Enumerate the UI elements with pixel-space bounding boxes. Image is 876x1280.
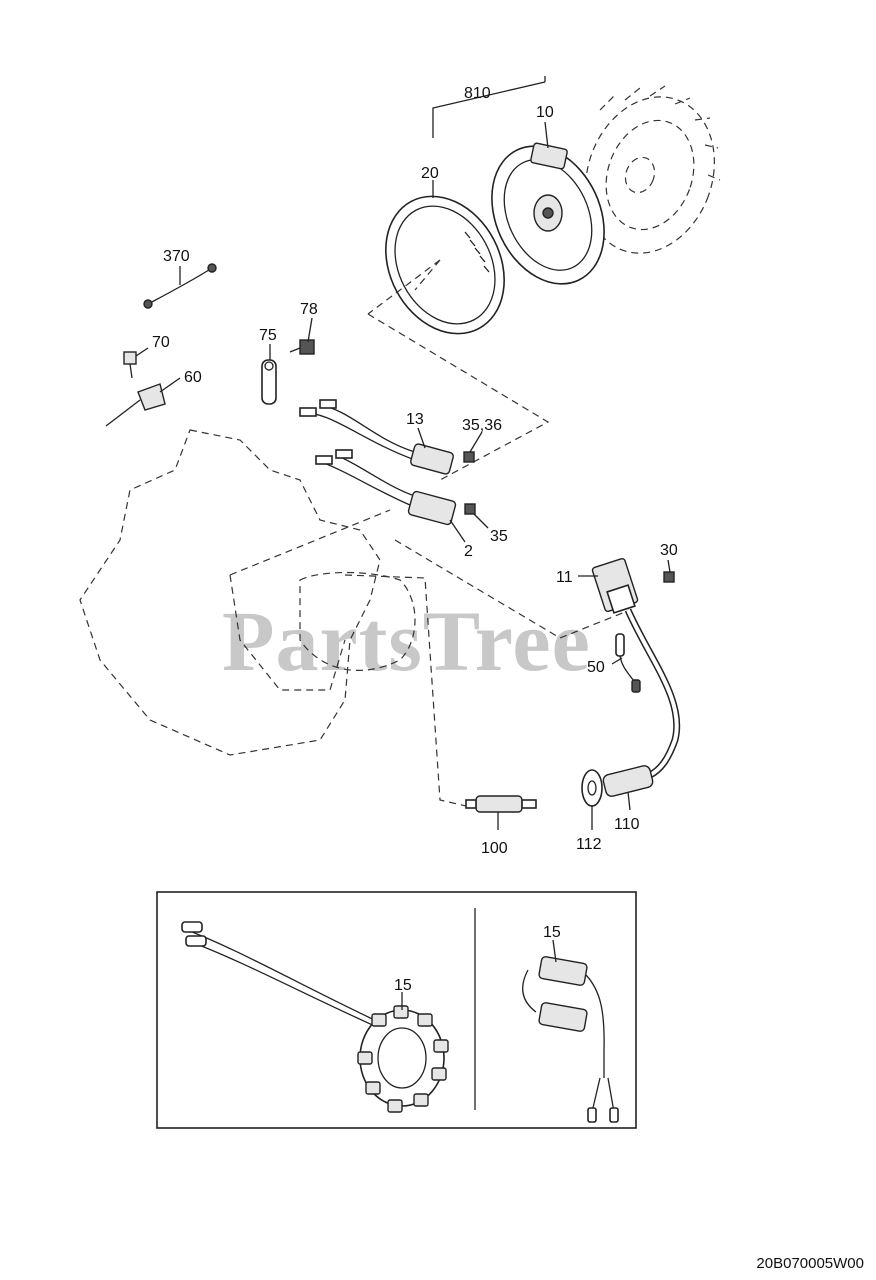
screw-30 (663, 571, 675, 583)
watermark: PartsTree (222, 593, 591, 689)
label-2: 2 (464, 543, 473, 560)
diagram-code: 20B070005W00 (756, 1255, 864, 1272)
screw-78 (289, 339, 315, 355)
spark-plug-100 (465, 795, 537, 813)
label-15-right: 15 (543, 924, 561, 941)
plug-cap-110 (602, 765, 654, 797)
stator-coil-15-left (181, 921, 449, 1113)
washer-112 (581, 769, 603, 807)
alignment-line-2 (394, 539, 626, 639)
ignition-coil-2 (315, 449, 457, 526)
regulator-11 (591, 557, 639, 614)
screw-35-36 (463, 451, 475, 463)
ring-gear (385, 195, 505, 335)
label-35: 35 (490, 528, 508, 545)
bracket-60 (105, 383, 166, 427)
flywheel (585, 85, 721, 254)
dual-coil-15-right (522, 956, 619, 1123)
charge-coil-13 (299, 399, 454, 475)
label-370: 370 (163, 248, 190, 265)
label-100: 100 (481, 840, 508, 857)
screw-35 (464, 503, 476, 515)
connector-50 (615, 633, 641, 693)
label-10: 10 (536, 104, 554, 121)
label-20: 20 (421, 165, 439, 182)
label-810: 810 (464, 85, 491, 102)
label-70: 70 (152, 334, 170, 351)
inset-box (156, 891, 637, 1129)
wire-harness (624, 608, 681, 779)
wire-370 (143, 263, 217, 309)
label-110: 110 (614, 816, 640, 833)
clip-75 (261, 359, 277, 405)
label-30: 30 (660, 542, 678, 559)
label-35-36: 35,36 (462, 417, 502, 434)
label-75: 75 (259, 327, 277, 344)
label-50: 50 (587, 659, 605, 676)
engine-block (79, 429, 416, 756)
label-13: 13 (406, 411, 424, 428)
alignment-line-4 (229, 509, 391, 576)
rotor-magnet (491, 142, 605, 285)
label-11: 11 (556, 569, 573, 586)
label-15-left: 15 (394, 977, 412, 994)
leader-lines (135, 76, 671, 830)
label-78: 78 (300, 301, 318, 318)
label-112: 112 (576, 836, 602, 853)
bolt-70 (123, 351, 137, 379)
label-60: 60 (184, 369, 202, 386)
alignment-line-1 (367, 313, 550, 481)
